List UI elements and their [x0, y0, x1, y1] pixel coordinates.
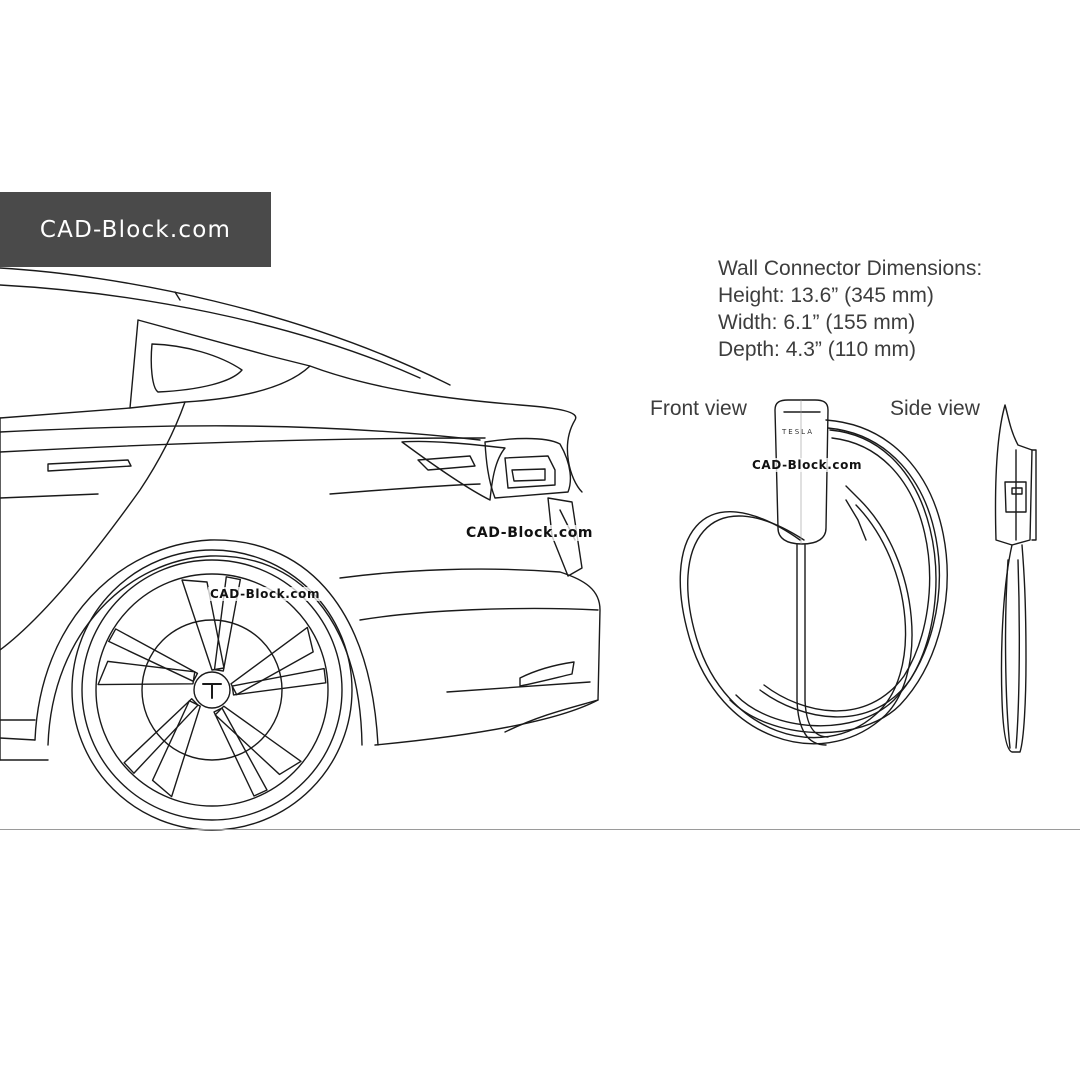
wall-connector-dimensions: Wall Connector Dimensions: Height: 13.6”… — [718, 255, 982, 363]
watermark-charger: CAD-Block.com — [750, 458, 865, 472]
charger-unit-body — [774, 399, 829, 545]
dimension-depth: Depth: 4.3” (110 mm) — [718, 338, 917, 361]
charger-cable-loop — [679, 485, 913, 745]
side-view-label: Side view — [890, 397, 980, 420]
car-roof-line — [0, 267, 451, 386]
car-side-view — [0, 267, 601, 761]
car-quarter-window — [150, 343, 243, 393]
wheel-spokes — [97, 576, 327, 798]
brand-logo-text: CAD-Block.com — [39, 216, 232, 243]
car-trunk-lid — [309, 365, 583, 493]
front-view-label: Front view — [650, 397, 747, 420]
car-charge-port — [484, 437, 572, 499]
watermark-wheel: CAD-Block.com — [208, 587, 323, 601]
charger-logo-text: TESLA — [781, 428, 814, 436]
wall-connector-side — [994, 404, 1037, 753]
wheel-logo-icon — [202, 683, 222, 699]
car-wheel-arch — [34, 539, 379, 746]
ground-line — [0, 829, 1080, 830]
brand-banner: CAD-Block.com — [0, 192, 271, 267]
wall-connector-front — [679, 399, 948, 746]
car-taillight — [401, 440, 506, 501]
dimensions-title: Wall Connector Dimensions: — [718, 257, 983, 280]
charger-side-cable — [1000, 544, 1027, 753]
watermark-car: CAD-Block.com — [464, 525, 596, 541]
car-rear-window — [0, 319, 311, 419]
charger-side-body — [994, 404, 1033, 546]
car-door-handle — [47, 459, 132, 472]
car-wheel — [71, 549, 353, 831]
car-rear-reflector — [519, 661, 575, 687]
dimension-width: Width: 6.1” (155 mm) — [718, 311, 916, 334]
dimension-height: Height: 13.6” (345 mm) — [718, 284, 934, 307]
